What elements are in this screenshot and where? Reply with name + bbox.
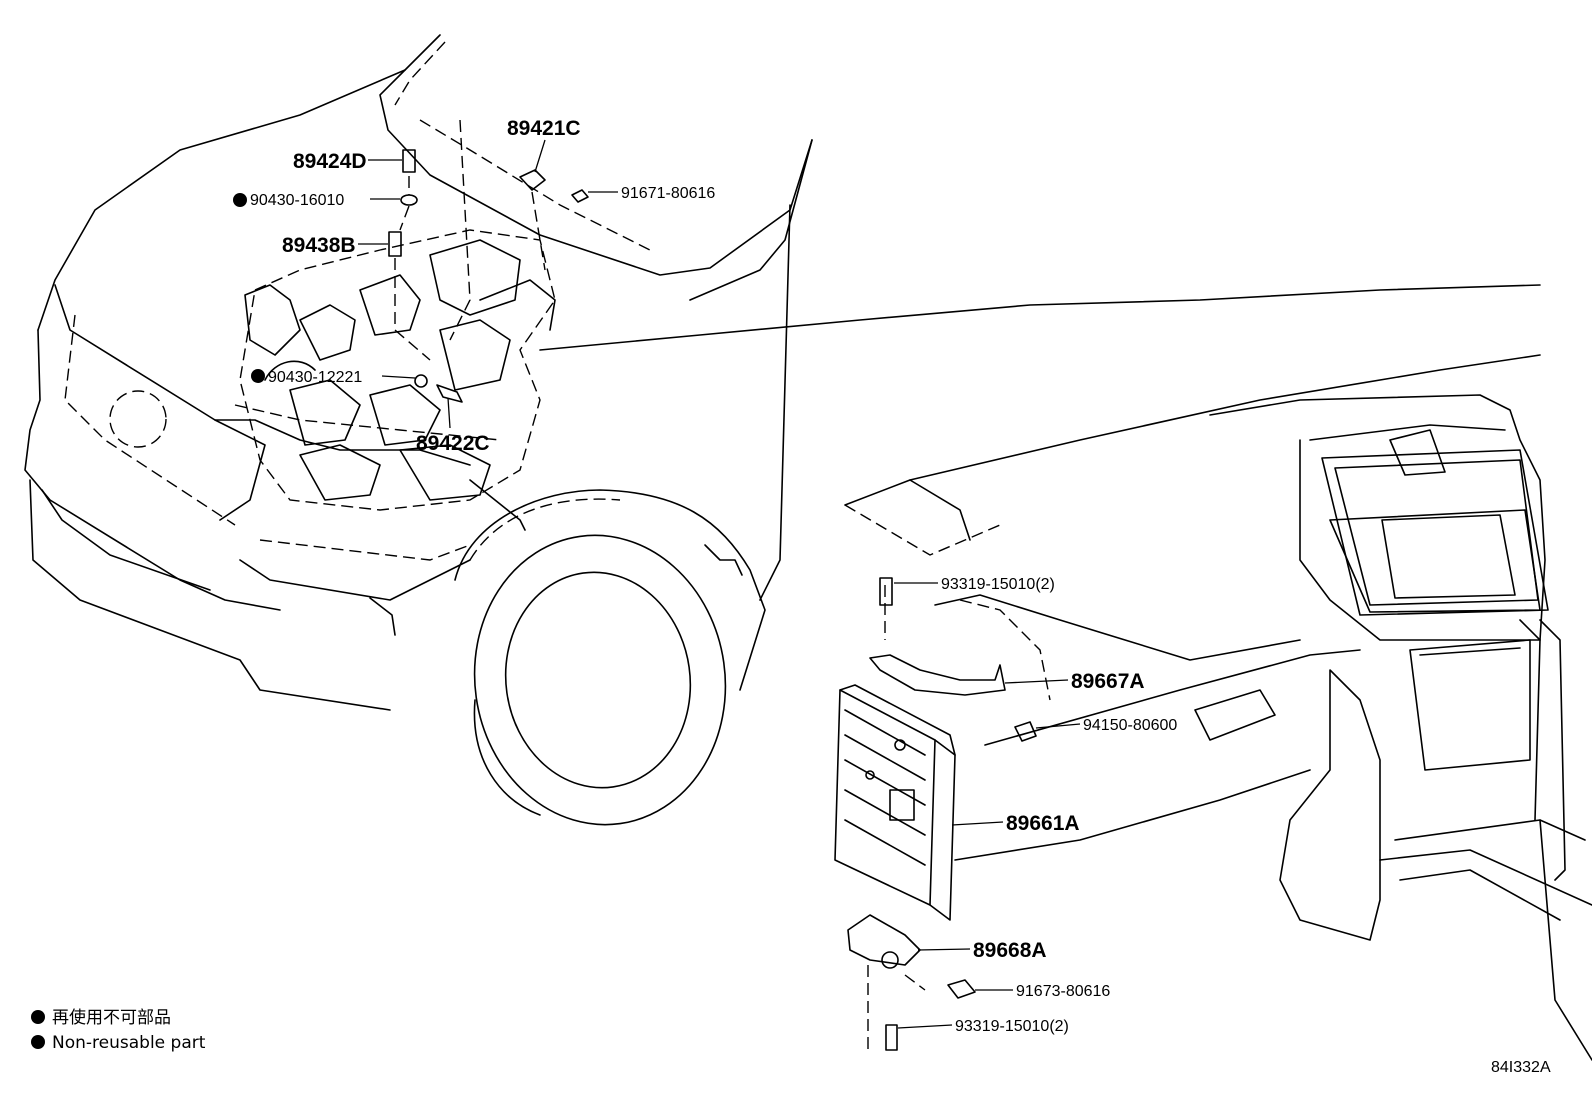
front-wheel [454,489,766,826]
dashboard-outline [539,284,1592,1061]
label-91671-80616[interactable]: 91671-80616 [621,185,715,202]
label-89667A[interactable]: 89667A [1071,670,1145,693]
gasket-90430-12221 [414,374,428,388]
bolt-91671-80616 [571,189,589,203]
vehicle-front-outline [24,34,813,711]
nut-94150-80600 [1014,721,1037,742]
small-parts [388,119,1037,1051]
legend-japanese: 再使用不可部品 [52,1007,171,1028]
diagram-code: 84I332A [1491,1059,1551,1076]
legend-english: Non-reusable part [52,1033,206,1053]
sensor-89424D [402,149,416,173]
part-labels: 89424D 90430-16010 89421C 91671-80616 89… [233,117,1177,1035]
label-89421C[interactable]: 89421C [507,117,581,140]
legend-marker [31,1010,45,1024]
legend-marker [31,1035,45,1049]
label-94150-80600[interactable]: 94150-80600 [1083,717,1177,734]
engine-assembly [239,229,556,531]
legend: 再使用不可部品 Non-reusable part [31,1007,206,1053]
bolt-93319-bottom [885,1024,898,1051]
gasket-90430-16010 [400,194,418,206]
sensor-89438B [388,231,402,257]
leader-lines [358,139,1081,1029]
label-93319-15010-top[interactable]: 93319-15010(2) [941,576,1055,593]
bracket-upper [869,585,1006,696]
bolt-91673-80616 [947,979,976,999]
label-89668A[interactable]: 89668A [973,939,1047,962]
non-reusable-marker [251,369,265,383]
sensor-89421C [519,169,546,191]
non-reusable-marker [233,193,247,207]
bracket-lower [847,914,926,1050]
label-89424D[interactable]: 89424D [293,150,367,173]
label-89661A[interactable]: 89661A [1006,812,1080,835]
label-89422C[interactable]: 89422C [416,432,490,455]
label-89438B[interactable]: 89438B [282,234,356,257]
label-90430-12221[interactable]: 90430-12221 [268,369,362,386]
sensor-89422C [436,384,463,403]
label-93319-15010-bottom[interactable]: 93319-15010(2) [955,1018,1069,1035]
ecu-module [834,684,956,921]
label-91673-80616[interactable]: 91673-80616 [1016,983,1110,1000]
bolt-93319-top [879,577,893,606]
label-90430-16010[interactable]: 90430-16010 [250,192,344,209]
